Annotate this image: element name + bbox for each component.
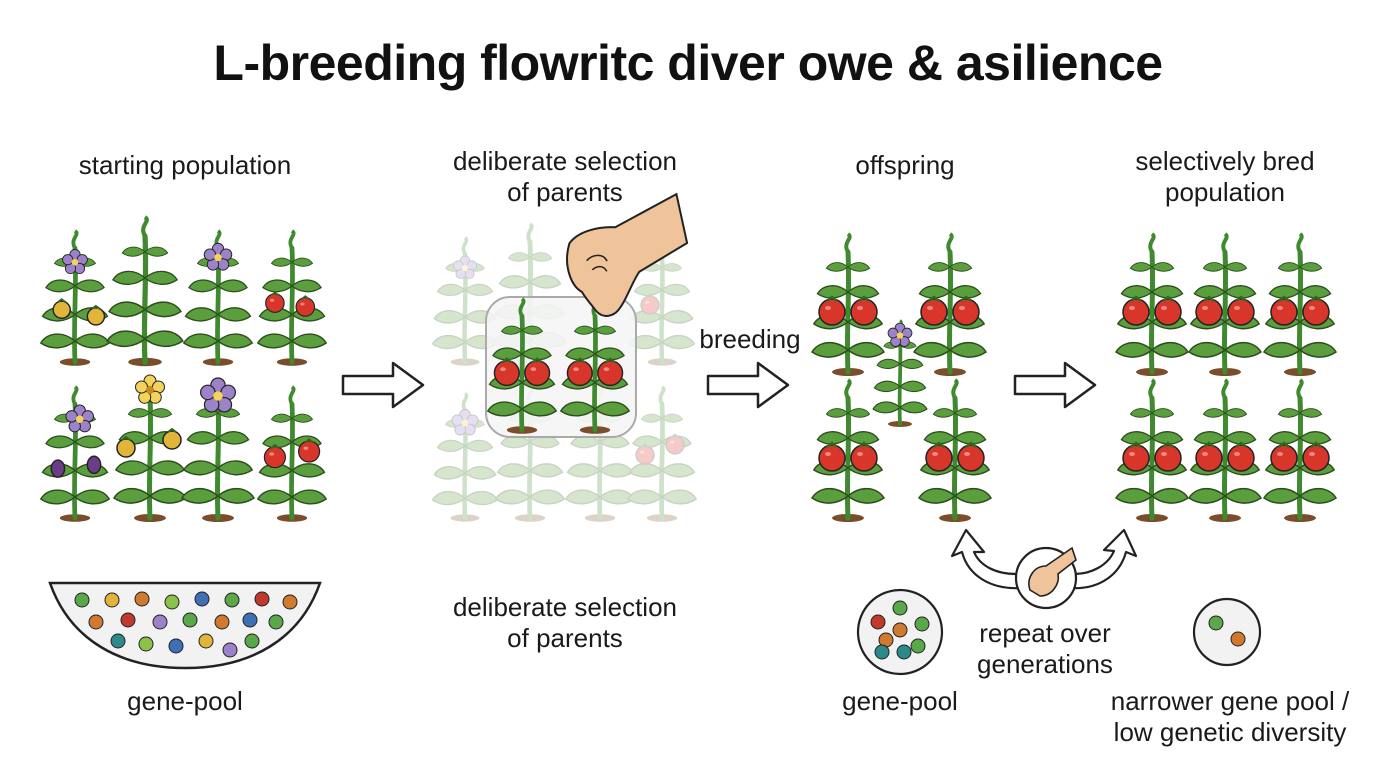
starting-population-plants: [41, 217, 326, 522]
arrow-right-icon: [341, 361, 425, 409]
plant: [184, 231, 252, 366]
label-selection-top: deliberate selection of parents: [410, 146, 720, 208]
arrow-right-icon: [1013, 361, 1097, 409]
plant: [182, 377, 254, 522]
plant: [107, 217, 183, 366]
label-line: deliberate selection: [452, 146, 678, 176]
label-starting-population: starting population: [78, 150, 292, 180]
gene-pool-bowl-icon: [48, 581, 322, 670]
plant: [258, 231, 326, 366]
gene-pool-circle-icon: [856, 588, 944, 676]
label-line: deliberate selection: [452, 592, 678, 622]
label-gene-pool-left: gene-pool: [127, 686, 243, 716]
selection-box: [485, 296, 637, 438]
label-repeat: repeat over generations: [960, 618, 1130, 680]
plant: [114, 374, 186, 522]
narrow-gene-pool-icon: [1192, 597, 1262, 667]
label-selection-bottom: deliberate selection of parents: [410, 592, 720, 654]
label-line: selectively bred: [1135, 146, 1315, 176]
label-line: of parents: [507, 177, 623, 207]
plant: [258, 387, 326, 522]
cycle-arrow-icon: [950, 528, 1138, 610]
label-offspring: offspring: [855, 150, 955, 180]
arrow-right-icon: [706, 361, 790, 409]
label-line: of parents: [507, 623, 623, 653]
label-line: narrower gene pool /: [1110, 686, 1350, 716]
label-line: low genetic diversity: [1113, 717, 1347, 747]
label-line: population: [1165, 177, 1285, 207]
label-line: generations: [977, 649, 1113, 679]
label-gene-pool-right: gene-pool: [842, 686, 958, 716]
label-breeding: breeding: [699, 324, 801, 354]
selective-population-plants: [1116, 234, 1336, 522]
label-line: repeat over: [979, 618, 1111, 648]
label-selectively-bred: selectively bred population: [1095, 146, 1355, 208]
diagram-title: L-breeding flowritc diver owe & asilienc…: [213, 35, 1163, 91]
label-narrow-gene-pool: narrower gene pool / low genetic diversi…: [1100, 686, 1360, 748]
plant: [41, 387, 109, 522]
plant: [41, 231, 109, 366]
offspring-plants: [812, 234, 991, 522]
